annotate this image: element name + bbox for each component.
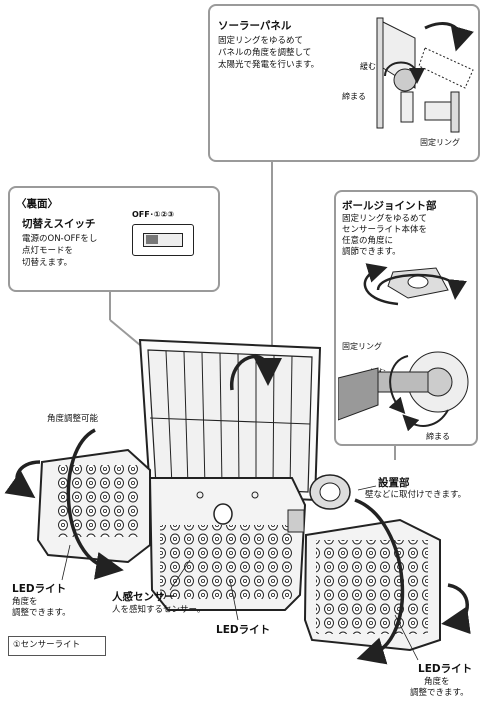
sensor-desc: 人を感知するセンサー。 [112,605,206,615]
led-right-desc-1: 角度を [424,677,450,687]
led-right-title: LEDライト [418,663,473,675]
back-heading: 〈裏面〉 [16,198,58,210]
led-left-desc-2: 調整できます。 [12,608,71,618]
ball-ring-label: 固定リング [342,342,382,351]
mount-title: 設置部 [378,477,410,489]
solar-desc-2: パネルの角度を調整して [218,48,312,58]
sensor-title: 人感センサー [112,591,175,603]
ball-desc-1: 固定リングをゆるめて [342,214,428,224]
figure-caption: ①センサーライト [8,636,106,656]
caption-text: ①センサーライト [13,640,81,650]
solar-title: ソーラーパネル [218,20,292,32]
ball-title: ボールジョイント部 [342,200,437,212]
led-left-title: LEDライト [12,583,67,595]
ball-joint-diagram [338,263,469,432]
led-center-label: LEDライト [216,624,271,636]
switch-desc-2: 点灯モードを [22,246,74,256]
angle-adjustable-label: 角度調整可能 [47,414,99,424]
mount-desc: 壁などに取付けできます。 [365,490,467,500]
led-left-desc-1: 角度を [12,597,38,607]
ball-joint-callout: ボールジョイント部 固定リングをゆるめて センサーライト本体を 任意の角度に 調… [334,190,478,446]
slide-switch[interactable] [132,224,194,256]
switch-desc-1: 電源のON-OFFをし [22,234,98,244]
ball-tighten-label: 締まる [426,432,450,441]
switch-desc-3: 切替えます。 [22,258,73,268]
switch-title: 切替えスイッチ [22,218,96,230]
switch-slot [143,233,183,247]
ball-desc-3: 任意の角度に [342,236,394,246]
switch-knob [146,235,158,244]
switch-callout: 〈裏面〉 切替えスイッチ 電源のON-OFFをし 点灯モードを 切替えます。 O… [8,186,220,292]
solar-ring-label: 固定リング [420,138,460,147]
solar-loosen-label: 緩む [360,62,376,71]
ball-desc-4: 調節できます。 [342,247,401,257]
solar-ring-diagram [376,17,474,133]
solar-desc-3: 太陽光で発電を行います。 [218,60,320,70]
led-right-desc-2: 調整できます。 [410,688,469,698]
switch-mode-label: OFF･①②③ [132,210,175,219]
ball-desc-2: センサーライト本体を [342,225,428,235]
solar-desc-1: 固定リングをゆるめて [218,36,304,46]
solar-panel-callout: ソーラーパネル 固定リングをゆるめて パネルの角度を調整して 太陽光で発電を行い… [208,4,480,162]
solar-tighten-label: 締まる [342,92,366,101]
